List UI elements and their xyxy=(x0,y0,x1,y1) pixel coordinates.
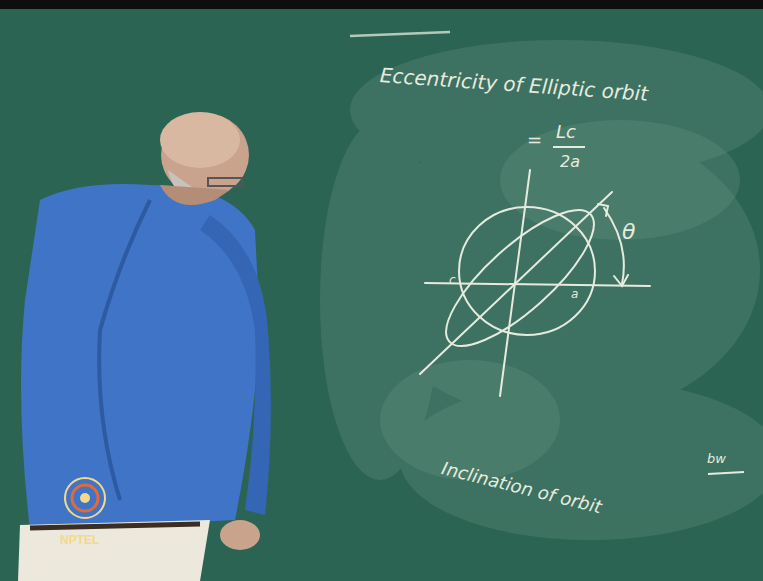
numerator: Lc xyxy=(556,123,576,141)
logo-text: NPTEL xyxy=(60,534,99,546)
point-label: c xyxy=(449,274,456,286)
denominator: 2a xyxy=(560,154,580,170)
angle-symbol: θ xyxy=(622,221,635,243)
point-label: a xyxy=(571,288,578,300)
note-chalk: bw xyxy=(707,452,726,465)
equals-sign: = xyxy=(527,131,542,149)
